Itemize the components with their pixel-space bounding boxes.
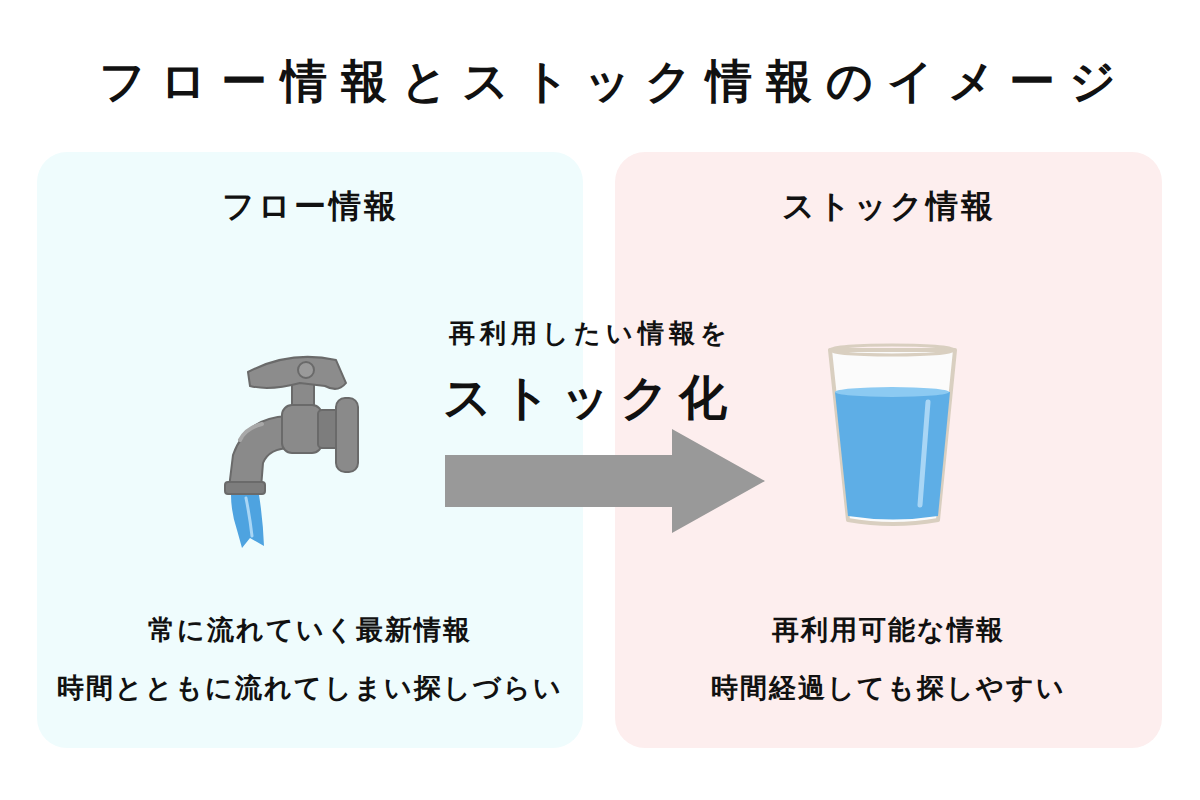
glass-rim [830, 345, 954, 355]
water-surface [835, 387, 949, 397]
faucet-illustration [225, 357, 358, 548]
faucet-handle [248, 357, 346, 389]
panel-heading: フロー情報 [222, 185, 399, 229]
panel-heading: ストック情報 [782, 185, 996, 229]
glass-highlight [920, 402, 928, 505]
glass-outline [830, 350, 955, 524]
water-stream [231, 495, 264, 548]
arrow-label: ストック化 [443, 366, 737, 430]
block-arrow [445, 429, 765, 533]
faucet-highlight [240, 424, 262, 440]
water-highlight [246, 498, 252, 536]
panel-description: 再利用可能な情報 [772, 612, 1005, 648]
faucet-knob [298, 362, 314, 378]
faucet-nozzle [225, 482, 265, 494]
faucet-flange [336, 398, 358, 472]
panel-description: 常に流れていく最新情報 [148, 612, 472, 648]
panel-description: 時間経過しても探しやすい [711, 670, 1066, 706]
arrow-caption: 再利用したい情報を [449, 316, 732, 351]
faucet-body [282, 405, 322, 453]
panel-description: 時間とともに流れてしまい探しづらい [57, 670, 563, 706]
glass-illustration [830, 345, 955, 524]
glass-water [835, 392, 950, 520]
diagram-title: フロー情報とストック情報のイメージ [99, 51, 1130, 113]
